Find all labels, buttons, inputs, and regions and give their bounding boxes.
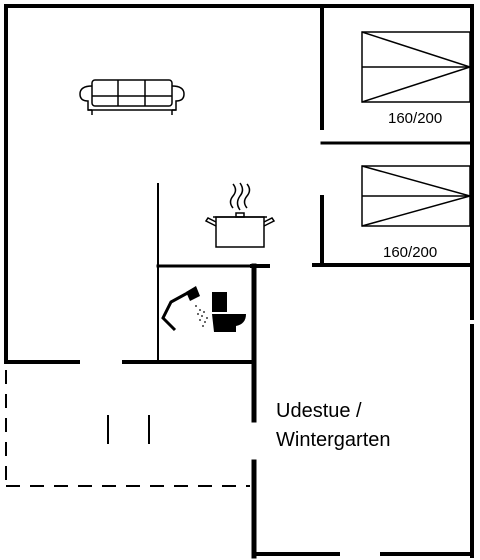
cooking-pot-icon <box>204 182 276 248</box>
terrace-outline <box>5 370 250 487</box>
shower-icon <box>161 286 208 332</box>
bed-bottom-size-label: 160/200 <box>383 244 437 261</box>
bed-top-size-label: 160/200 <box>388 110 442 127</box>
sunroom-label-line1: Udestue / <box>276 400 362 422</box>
walls <box>4 4 474 559</box>
double-bed-icon <box>361 31 473 103</box>
outer-wall-top <box>4 4 474 320</box>
double-bed-icon <box>361 165 473 227</box>
sofa-icon <box>79 79 185 115</box>
sunroom-label-line2: Wintergarten <box>276 429 391 451</box>
toilet-icon <box>212 292 246 332</box>
terrace-posts <box>107 415 150 444</box>
